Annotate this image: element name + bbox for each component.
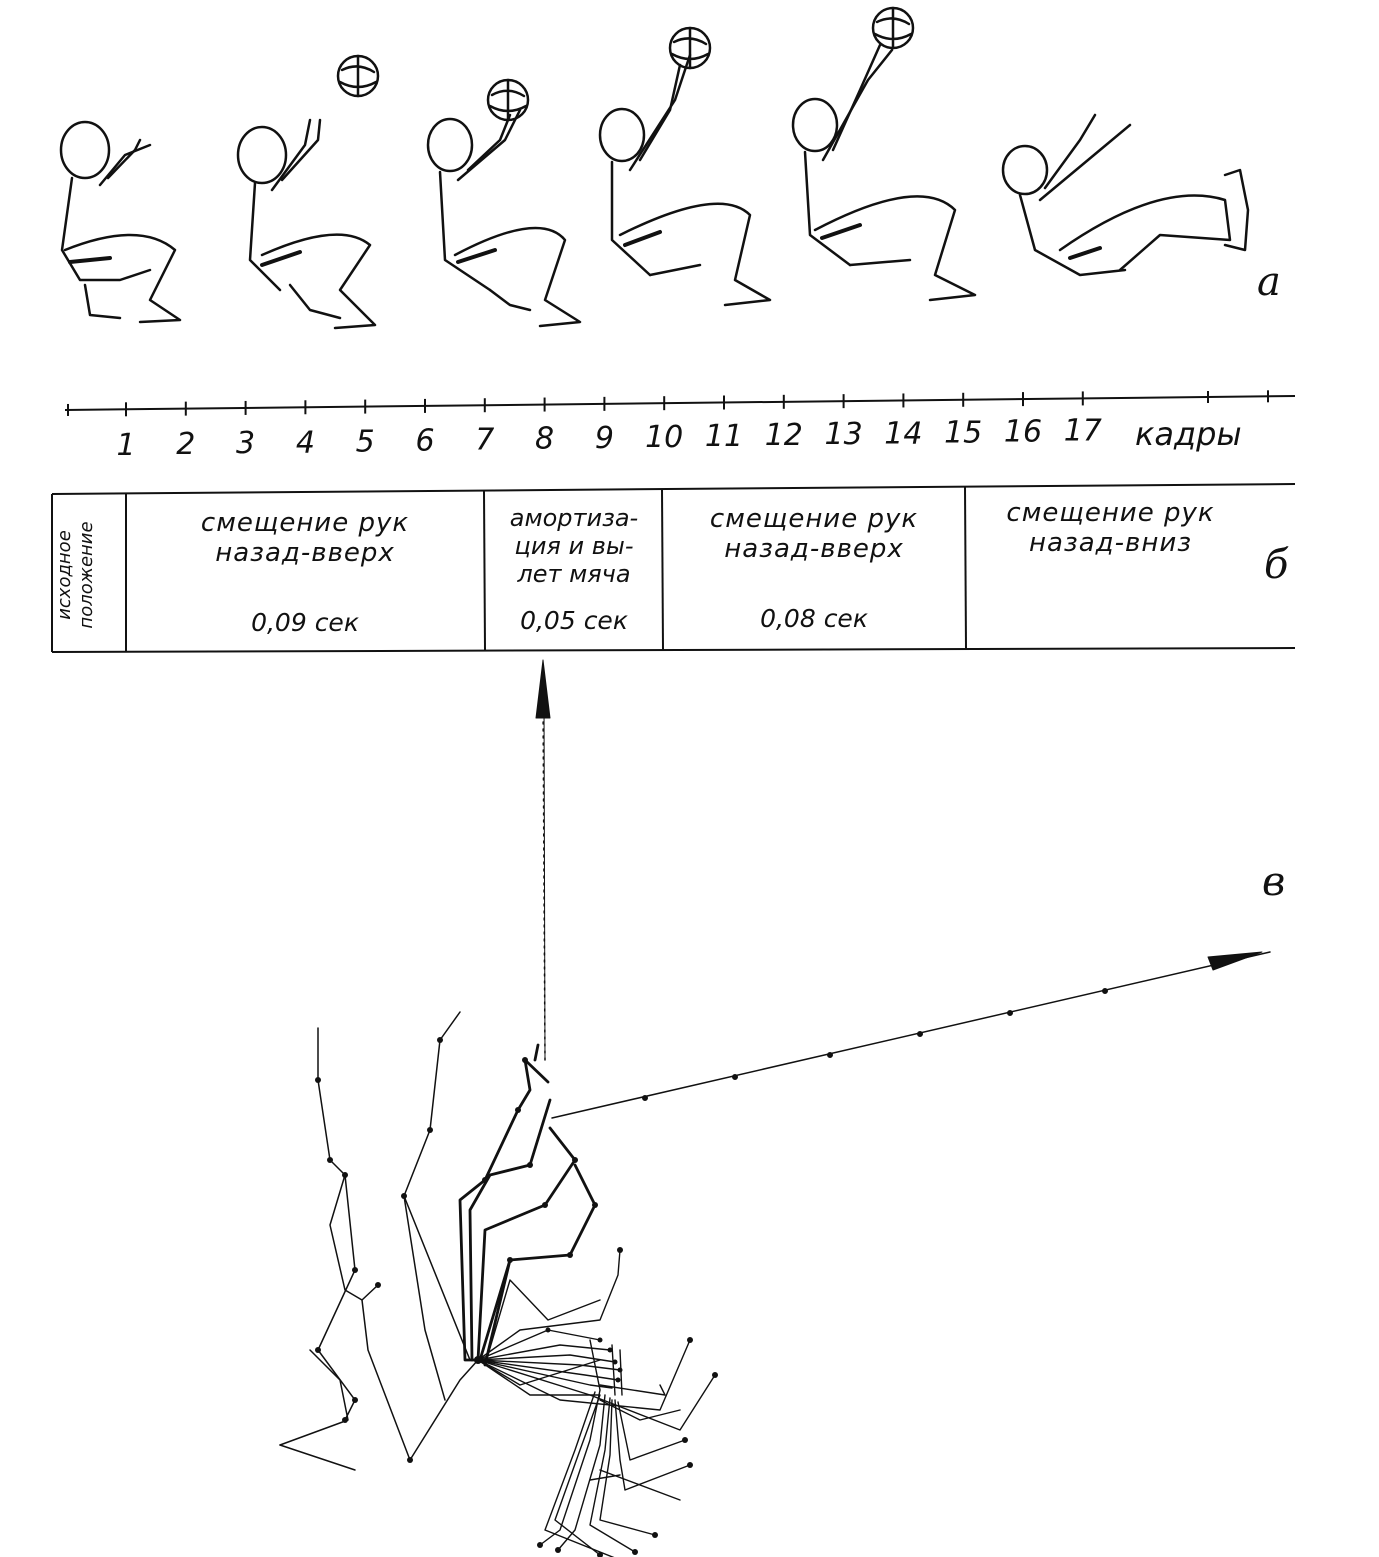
axis-tick-label-2: 2: [176, 427, 195, 462]
arm-traces: [279, 1011, 479, 1471]
axis-tick-label-13: 13: [825, 417, 863, 452]
phase2-text: амортиза- ция и вы- лет мяча: [509, 504, 639, 588]
ball-trajectory-forward: [551, 951, 1271, 1119]
initial-position-cell: исходное положение: [52, 500, 100, 650]
axis-tick-label-15: 15: [944, 415, 982, 450]
axis-tick-label-11: 11: [705, 419, 743, 454]
axis-tick-label-3: 3: [236, 426, 255, 461]
axis-tick-label-9: 9: [595, 421, 614, 456]
axis-tick-label-14: 14: [884, 416, 922, 451]
athlete-frame-4: [598, 26, 772, 307]
phase-table: [51, 483, 1296, 653]
phase3-duration: 0,08 сек: [760, 604, 868, 633]
axis-tick-label-6: 6: [415, 424, 434, 459]
athlete-frame-6: [1001, 113, 1250, 277]
phase3-text: смещение рук назад-вверх: [709, 504, 919, 564]
leg-traces: [539, 1389, 691, 1557]
athlete-sequence: [59, 6, 1250, 330]
panel-label-b: б: [1264, 542, 1289, 588]
initial-position-label: исходное положение: [54, 521, 97, 629]
arm-traces-bold: [458, 1043, 597, 1367]
athlete-frame-3: [426, 78, 582, 328]
phase1-duration: 0,09 сек: [251, 608, 359, 637]
tick-marks: [67, 390, 1269, 417]
kinematic-trace: [279, 659, 1271, 1557]
phase2-duration: 0,05 сек: [520, 606, 628, 635]
axis-tick-label-7: 7: [475, 423, 494, 458]
phase4-text: смещение рук назад-вниз: [1006, 498, 1215, 558]
axis-tick-label-8: 8: [535, 422, 554, 457]
hip-cluster: [477, 1249, 716, 1431]
phase1-text: смещение рук назад-вверх: [200, 508, 410, 568]
athlete-frame-2: [236, 54, 380, 330]
axis-tick-label-16: 16: [1004, 415, 1042, 450]
axis-tick-label-4: 4: [296, 425, 315, 460]
axis-tick-label-1: 1: [116, 428, 135, 463]
arrow-right-icon: [1207, 951, 1263, 971]
ball-trajectory-vertical: [535, 659, 551, 1061]
axis-tick-label-17: 17: [1064, 414, 1102, 449]
axis-tick-label-12: 12: [765, 418, 803, 453]
axis-unit-label: кадры: [1135, 415, 1242, 453]
axis-tick-label-10: 10: [645, 420, 683, 455]
frame-axis: [64, 390, 1296, 417]
arrow-up-icon: [535, 659, 551, 719]
panel-label-v: в: [1262, 859, 1286, 905]
panel-label-a: а: [1257, 259, 1281, 305]
axis-tick-label-5: 5: [356, 424, 375, 459]
athlete-frame-1: [59, 120, 182, 324]
joint-markers: [315, 1037, 718, 1557]
athlete-frame-5: [791, 6, 977, 302]
